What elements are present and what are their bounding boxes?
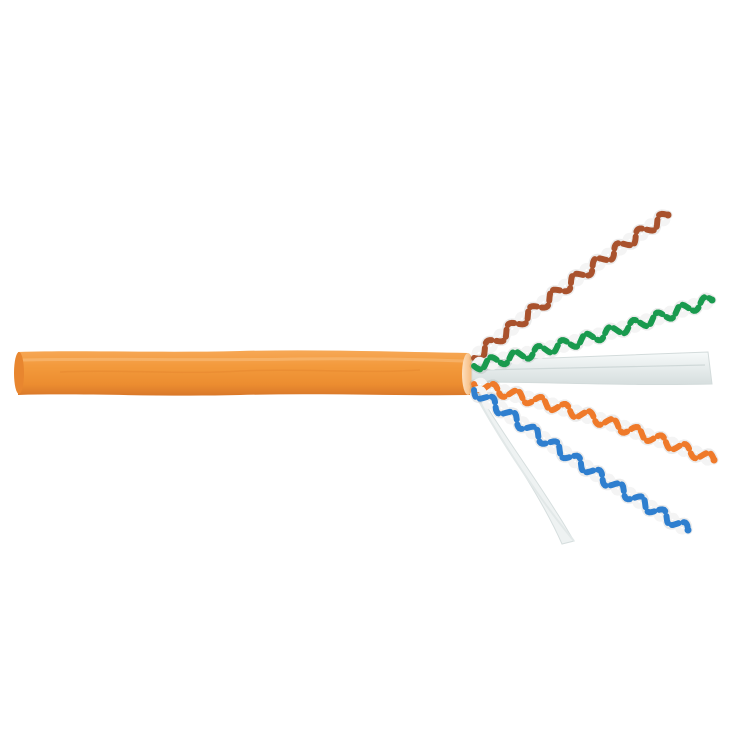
cable-jacket: [14, 350, 474, 396]
pair-colored-core: [472, 212, 670, 361]
jacket-body: [18, 350, 470, 396]
pair-colored-core: [472, 382, 716, 462]
pair-tip: [710, 456, 718, 464]
pair-tip: [664, 211, 672, 219]
pair-colored-core: [472, 295, 714, 372]
ripcord: [473, 391, 575, 542]
pair-tip: [684, 526, 692, 534]
twisted-pairs: [469, 209, 719, 535]
pair-colored-core: [472, 388, 690, 532]
jacket-texture: [59, 369, 421, 374]
jacket-highlight: [21, 357, 466, 363]
pair-tip: [708, 296, 716, 304]
separator-fold: [479, 364, 706, 371]
jacket-cut-end: [462, 353, 474, 395]
jacket-left-end: [14, 352, 24, 394]
